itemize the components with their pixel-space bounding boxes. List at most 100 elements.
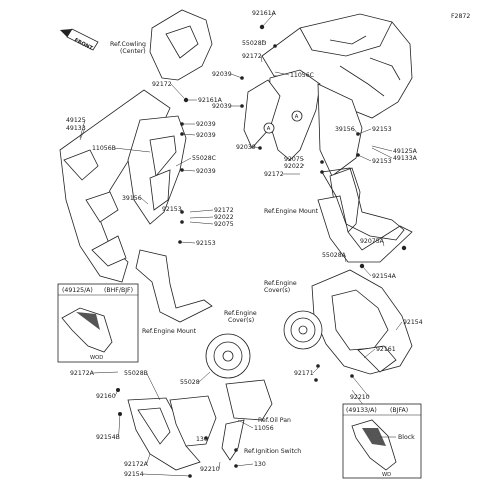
ref-engine-cover-left-line1: Ref.Engine (224, 310, 257, 317)
part-label-92075: 92075 (214, 221, 234, 228)
part-label-55028d: 55028D (242, 40, 267, 47)
svg-text:A: A (267, 126, 271, 132)
leader-line (312, 367, 319, 374)
part-label-92172a: 92172A (70, 370, 95, 377)
part-label-11056c: 11056C (290, 72, 314, 79)
part-label-92172a: 92172A (124, 461, 149, 468)
part-label-49133: 49133 (66, 125, 86, 132)
ref-engine-cover-right-line1: Ref.Engine (264, 280, 297, 287)
leader-line (371, 145, 393, 152)
part-label-55028c: 55028C (192, 155, 216, 162)
part-label-92022: 92022 (284, 163, 304, 170)
part-label-92154a: 92154A (372, 273, 397, 280)
leader-line (92, 371, 119, 374)
leader-line (261, 12, 275, 28)
part-label-39156: 39156 (122, 195, 142, 202)
part-label-92153: 92153 (372, 126, 392, 133)
leader-line (302, 158, 305, 161)
callout-box-left: (49125/A) (BHF/BJF) WOD (57, 283, 139, 363)
part-label-92172: 92172 (152, 81, 172, 88)
leader-line (175, 157, 192, 167)
part-label-92039: 92039 (236, 144, 256, 151)
part-label-92153: 92153 (162, 206, 182, 213)
part-label-92039: 92039 (196, 121, 216, 128)
leader-line (198, 371, 211, 383)
lower-cover-center (169, 379, 273, 447)
leader-line (237, 419, 254, 429)
leader-line (302, 163, 305, 167)
part-label-55028a: 55028A (322, 252, 347, 259)
callout-right-variant: (BJFA) (390, 407, 408, 414)
leader-line (357, 128, 372, 135)
part-label-11056b: 11056B (92, 145, 116, 152)
leader-line (260, 55, 263, 63)
part-label-92022: 92022 (214, 214, 234, 221)
part-label-92161a: 92161A (198, 97, 223, 104)
part-label-92172: 92172 (264, 171, 284, 178)
leader-line (254, 146, 261, 149)
part-label-92039: 92039 (196, 168, 216, 175)
leader-line (189, 221, 214, 225)
part-label-11056: 11056 (254, 425, 274, 432)
part-label-92210: 92210 (200, 466, 220, 473)
engine-mount-bracket-left (135, 249, 213, 323)
leader-line (353, 128, 359, 135)
ref-ignition-switch: Ref.Ignition Switch (244, 448, 301, 455)
part-label-92075: 92075 (284, 156, 304, 163)
part-label-92153: 92153 (196, 240, 216, 247)
part-label-130: 130 (196, 436, 208, 443)
leader-line (140, 197, 149, 205)
ref-cowling-center-line2: (Center) (120, 48, 146, 55)
engine-mount-bracket-right (321, 167, 405, 241)
marker-a-right: A (291, 110, 303, 122)
callout-right-part: Block (398, 434, 415, 441)
leader-line (146, 372, 161, 401)
part-label-92171: 92171 (294, 370, 314, 377)
part-label-49125: 49125 (66, 117, 86, 124)
leader-line (180, 208, 183, 213)
part-label-92039: 92039 (212, 71, 232, 78)
leader-line (142, 473, 191, 477)
callout-left-code: (49125/A) (62, 287, 93, 294)
leader-line (146, 453, 151, 465)
part-label-92153: 92153 (372, 158, 392, 165)
gear-cover-icon-left (205, 333, 251, 379)
engine-cover-right (311, 269, 413, 375)
svg-text:A: A (295, 114, 299, 120)
part-label-92039: 92039 (212, 103, 232, 110)
ref-oil-pan: Ref.Oil Pan (258, 417, 291, 424)
figure-code: F2872 (451, 13, 470, 20)
leader-line (230, 73, 243, 79)
side-cowl-right (317, 167, 413, 263)
callout-left-variant: (BHF/BJF) (104, 287, 133, 294)
marker-a-left: A (263, 122, 275, 134)
part-label-49125a: 49125A (393, 148, 418, 155)
callout-right-code: (49133/A) (346, 407, 377, 414)
cowling-center (149, 9, 213, 81)
part-label-92172: 92172 (242, 53, 262, 60)
leader-line (79, 127, 86, 141)
leader-line (170, 83, 185, 99)
part-label-92161: 92161 (376, 346, 396, 353)
leader-line (361, 265, 372, 277)
leader-line (114, 389, 119, 397)
front-arrow-icon: FRONT (60, 28, 99, 52)
part-label-49133a: 49133A (393, 155, 418, 162)
leader-line (363, 348, 376, 359)
ref-engine-mount-right: Ref.Engine Mount (264, 208, 319, 215)
gear-cover-icon-right (283, 310, 323, 350)
leader-line (189, 209, 214, 213)
leader-line (179, 241, 196, 244)
part-label-92160: 92160 (96, 393, 116, 400)
leader-line (181, 169, 196, 172)
lower-guard-left (127, 397, 201, 471)
callout-box-right: (49133/A) (BJFA) Block WD (342, 403, 422, 479)
part-label-92154: 92154 (124, 471, 144, 478)
leader-line (235, 463, 254, 467)
part-label-55028: 55028 (180, 379, 200, 386)
part-label-92154b: 92154B (96, 434, 120, 441)
part-label-55028b: 55028B (124, 370, 148, 377)
ref-engine-cover-right-line2: Cover(s) (264, 287, 290, 294)
